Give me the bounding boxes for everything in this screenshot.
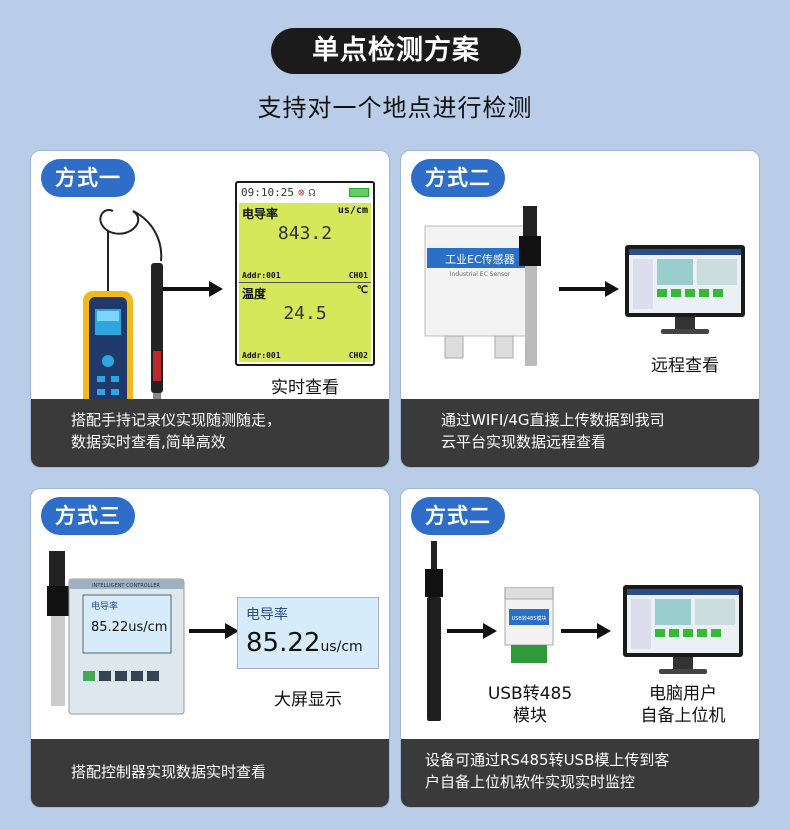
card-tag: 方式二 (411, 497, 505, 535)
readout-unit: us/cm (320, 639, 363, 655)
controller-image: INTELLIGENT CONTROLLER 电导率 85.22us/cm (47, 551, 185, 715)
caption: 远程查看 (651, 356, 719, 376)
caption-line-2: 自备上位机 (640, 706, 726, 726)
caption: 大屏显示 (274, 690, 342, 710)
footer-line-2: 户自备上位机软件实现实时监控 (425, 773, 636, 791)
mini-readout-value: 85.22us/cm (91, 620, 167, 635)
card-footer: 设备可通过RS485转USB模上传到客 户自备上位机软件实现实时监控 (401, 739, 759, 807)
caption-line-2: 模块 (513, 706, 547, 726)
usb-485-module-image: USB转485模块 (504, 587, 554, 663)
module-label-text: USB转485模块 (512, 615, 547, 622)
caption: 实时查看 (271, 378, 339, 398)
screen-addr-1: Addr:001 (242, 270, 281, 280)
device-label-text: 工业EC传感器 (445, 253, 515, 266)
arrow-right-icon (189, 623, 239, 639)
readout-value: 85.22 (246, 628, 321, 658)
arrow-right-icon (559, 281, 619, 297)
card-method-1: 方式一 09:10:25 ⊗ ☊ 电导率 (30, 150, 390, 468)
card-footer: 通过WIFI/4G直接上传数据到我司 云平台实现数据远程查看 (401, 399, 759, 467)
device-sub-text: Industrial EC Sensor (450, 271, 511, 278)
page-title: 单点检测方案 (271, 28, 521, 74)
card-footer: 搭配控制器实现数据实时查看 (31, 739, 389, 807)
screen-value-2: 24.5 (283, 302, 327, 324)
readout-label: 电导率 (246, 607, 288, 623)
large-readout-display: 电导率 85.22us/cm (237, 597, 379, 669)
monitor-image (625, 245, 745, 334)
screen-ch-1: CH01 (348, 270, 368, 280)
screen-unit-1: us/cm (337, 205, 368, 216)
card-tag: 方式三 (41, 497, 135, 535)
arrow-right-icon (447, 623, 497, 639)
signal-icon: ☊ (308, 185, 316, 199)
screen-label-2: 温度 (242, 286, 267, 301)
alarm-icon: ⊗ (297, 185, 305, 199)
screen-unit-2: ℃ (356, 284, 368, 296)
card-method-3: 方式三 INTELLIGENT CONTROLLER 电导率 85.22us/c… (30, 488, 390, 808)
card-method-2: 方式二 工业EC传感器 Industrial EC Sensor 远程查看 通过… (400, 150, 760, 468)
footer-line-1: 搭配控制器实现数据实时查看 (71, 763, 267, 781)
handheld-logger-image (83, 209, 163, 431)
arrow-right-icon (561, 623, 611, 639)
footer-line-1: 设备可通过RS485转USB模上传到客 (425, 751, 670, 769)
screen-ch-2: CH02 (348, 351, 368, 360)
battery-icon (349, 187, 369, 197)
page-subtitle: 支持对一个地点进行检测 (257, 94, 533, 122)
ec-sensor-box-image: 工业EC传感器 Industrial EC Sensor (424, 206, 541, 366)
screen-time: 09:10:25 (241, 185, 294, 199)
screen-label-1: 电导率 (242, 207, 279, 221)
caption-usb-module: USB转485 模块 (475, 683, 585, 727)
card-method-4: 方式二 USB转485模块 USB转485 模块 (400, 488, 760, 808)
caption-pc-user: 电脑用户 自备上位机 (621, 683, 745, 727)
card-tag: 方式二 (411, 159, 505, 197)
screen-value-1: 843.2 (277, 223, 333, 244)
ec-probe-image (425, 541, 443, 721)
caption-line-1: USB转485 (487, 684, 573, 704)
arrow-right-icon (163, 281, 223, 297)
card-footer: 搭配手持记录仪实现随测随走， 数据实时查看,简单高效 (31, 399, 389, 467)
card-tag: 方式一 (41, 159, 135, 197)
footer-line-1: 搭配手持记录仪实现随测随走， (71, 411, 282, 429)
controller-label-text: INTELLIGENT CONTROLLER (92, 583, 160, 589)
caption-line-1: 电脑用户 (649, 684, 717, 704)
footer-line-2: 云平台实现数据远程查看 (441, 433, 607, 451)
footer-line-2: 数据实时查看,简单高效 (71, 433, 226, 451)
mini-readout-label: 电导率 (91, 600, 118, 612)
footer-line-1: 通过WIFI/4G直接上传数据到我司 (441, 411, 665, 429)
screen-addr-2: Addr:001 (242, 351, 281, 360)
monitor-image (623, 585, 743, 674)
logger-screen: 09:10:25 ⊗ ☊ 电导率 us/cm 843.2 Addr:001 CH… (235, 181, 375, 366)
